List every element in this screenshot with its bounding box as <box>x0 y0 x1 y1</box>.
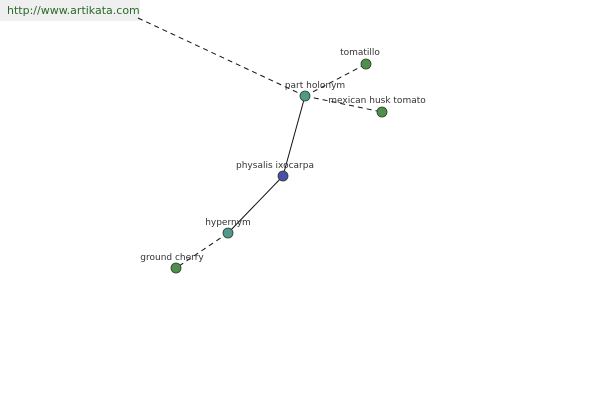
node-ground-cherry[interactable] <box>170 262 182 274</box>
node-mexican-husk-tomato[interactable] <box>376 106 388 118</box>
node-label-tomatillo: tomatillo <box>340 48 380 58</box>
edge-part-holonym-tomatillo <box>304 63 367 97</box>
node-label-hypernym: hypernym <box>205 218 251 228</box>
node-tomatillo[interactable] <box>360 58 372 70</box>
node-label-ground-cherry: ground cherry <box>140 253 204 263</box>
node-physalis[interactable] <box>277 170 289 182</box>
labels-layer: physalis ixocarpa part holonym hypernym tom… <box>140 48 426 263</box>
source-url-banner: http://www.artikata.com <box>0 0 140 21</box>
source-url-text: http://www.artikata.com <box>7 4 140 17</box>
edge-hypernym-ground-cherry <box>175 232 229 269</box>
nodes-layer <box>170 58 388 274</box>
node-label-physalis: physalis ixocarpa <box>236 161 314 171</box>
node-hypernym[interactable] <box>222 227 234 239</box>
edge-part-holonym-mexican-husk-tomato <box>304 95 383 113</box>
node-label-part-holonym: part holonym <box>285 81 345 91</box>
edges-layer <box>175 63 383 269</box>
node-part-holonym[interactable] <box>299 90 311 102</box>
node-label-mexican-husk-tomato: mexican husk tomato <box>328 96 426 106</box>
edge-physalis-hypernym <box>227 175 284 234</box>
edge-physalis-part-holonym <box>282 95 306 177</box>
edge-offscreen-part-holonym <box>137 17 306 97</box>
